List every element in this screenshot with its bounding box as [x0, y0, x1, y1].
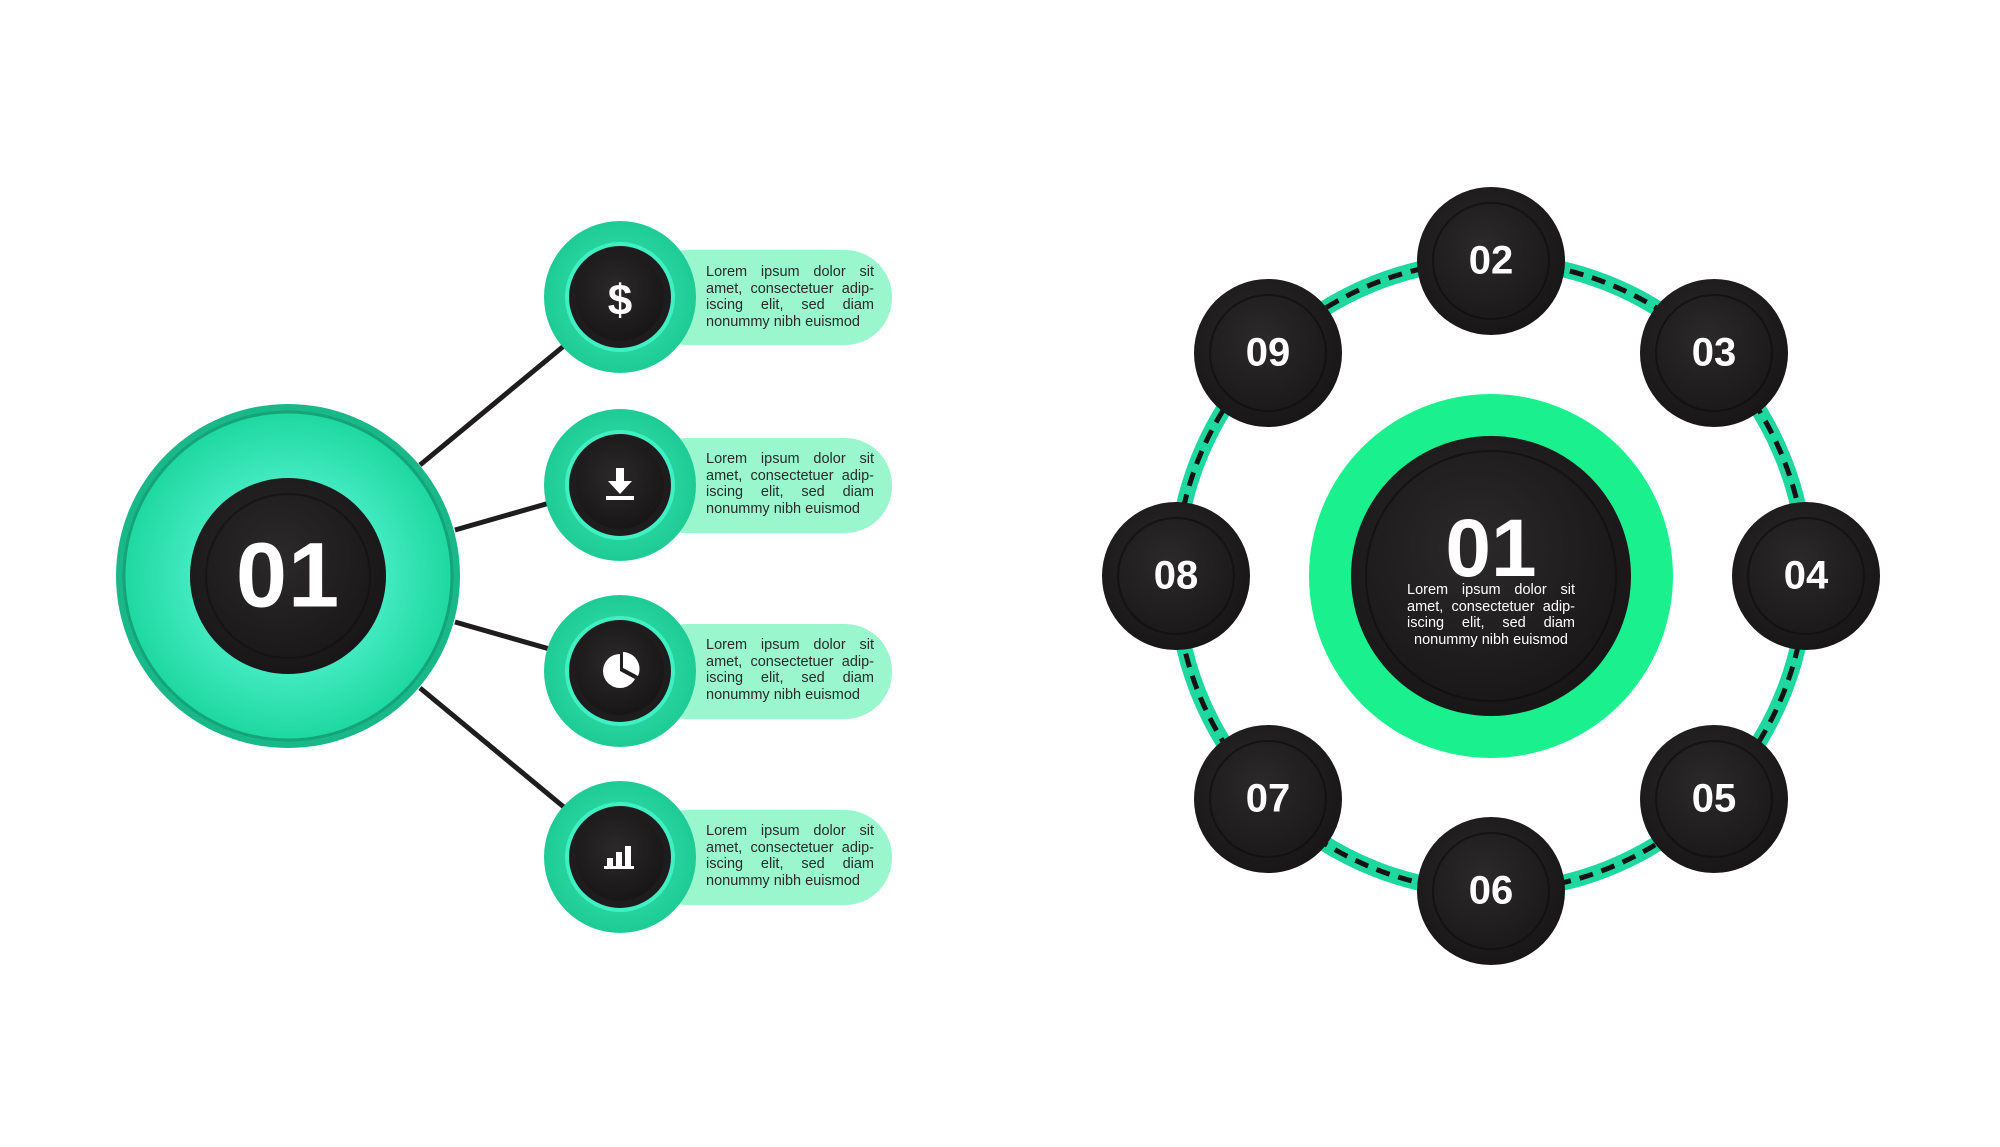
connector-line-4 [418, 686, 567, 810]
hub-circle [116, 404, 460, 748]
download-icon [606, 468, 634, 500]
item-2 [544, 409, 892, 561]
item-4 [544, 781, 892, 933]
satellite-03 [1640, 279, 1788, 427]
left-diagram: $ [116, 221, 892, 933]
satellite-number-02: 02 [1468, 238, 1514, 283]
satellite-number-07: 07 [1245, 776, 1291, 821]
satellite-number-04: 04 [1783, 553, 1829, 598]
center-text: Lorem ipsum dolor sit amet, consectetuer… [1407, 582, 1575, 648]
satellite-09 [1194, 279, 1342, 427]
item-1: $ [544, 221, 892, 373]
satellite-07 [1194, 725, 1342, 873]
text-pill-3 [640, 624, 892, 719]
satellite-number-05: 05 [1691, 776, 1737, 821]
item-3 [544, 595, 892, 747]
center-number: 01 [1445, 503, 1537, 594]
satellite-number-03: 03 [1691, 330, 1737, 375]
item-3-text: Lorem ipsum dolor sit amet, consectetuer… [706, 637, 874, 703]
satellite-02 [1417, 187, 1565, 335]
hub-number: 01 [235, 524, 341, 627]
dollar-icon: $ [608, 276, 632, 325]
connector-line-1 [418, 343, 567, 467]
item-4-text: Lorem ipsum dolor sit amet, consectetuer… [706, 823, 874, 889]
item-2-text: Lorem ipsum dolor sit amet, consectetuer… [706, 451, 874, 517]
text-pill-2 [640, 438, 892, 533]
pie-chart-icon [603, 652, 640, 688]
right-diagram [1102, 187, 1880, 965]
satellite-number-09: 09 [1245, 330, 1291, 375]
bar-chart-icon [604, 846, 634, 869]
satellite-08 [1102, 502, 1250, 650]
text-pill-4 [640, 810, 892, 905]
connector-line-2 [454, 497, 561, 533]
text-pill-1 [640, 250, 892, 345]
item-1-text: Lorem ipsum dolor sit amet, consectetuer… [706, 264, 874, 330]
satellite-number-06: 06 [1468, 868, 1514, 913]
satellite-04 [1732, 502, 1880, 650]
satellite-number-08: 08 [1153, 553, 1199, 598]
connector-line-3 [454, 619, 561, 655]
satellite-06 [1417, 817, 1565, 965]
satellite-05 [1640, 725, 1788, 873]
